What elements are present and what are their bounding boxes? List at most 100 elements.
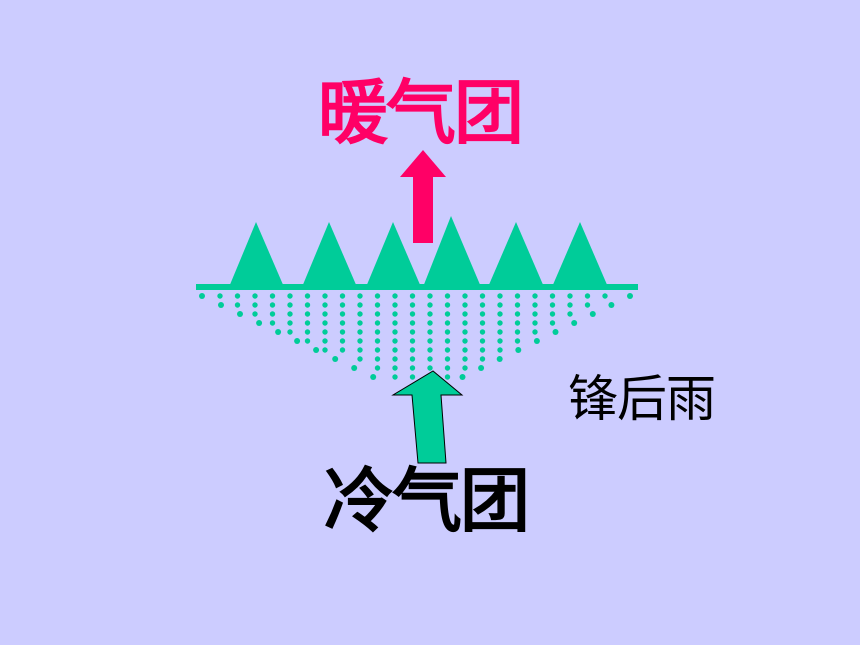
rain-dot [275,329,282,335]
rain-dot [370,374,377,380]
rain-dot [392,356,398,362]
rain-dot [256,320,263,326]
rain-dot [392,329,398,335]
rain-dot [479,320,486,326]
rain-dot [532,302,538,308]
rain-dot [444,365,451,371]
rain-dot [304,338,311,344]
rain-dot [234,293,241,299]
rain-dot [514,302,521,308]
rain-dot [584,293,591,299]
rain-dot [444,302,451,308]
rain-dot [392,320,398,326]
rain-dot [374,347,381,353]
front-triangle [552,222,608,287]
rain-dot [322,302,328,308]
rain-dot [339,347,346,353]
rain-dot [409,320,416,326]
rain-dot [392,365,398,371]
rain-dot [479,356,486,362]
rain-dot [602,293,608,299]
rain-dot [444,374,451,380]
rain-dot [392,338,398,344]
rain-dot [549,320,556,326]
rain-dot [532,293,538,299]
rain-dot [252,293,258,299]
rain-dot [304,329,311,335]
rain-dot [567,302,573,308]
rain-dot [462,311,468,317]
rain-dot [339,329,346,335]
rain-dot [252,302,258,308]
rain-dot [234,302,241,308]
rain-dot [339,320,346,326]
rain-dot [427,302,433,308]
cold-air-mass-label: 冷气团 [324,460,530,542]
rain-dot [409,311,416,317]
rain-dot [409,293,416,299]
rain-dot [479,329,486,335]
rain-dot [199,293,205,299]
rain-dot [478,365,485,371]
rain-dot [479,311,486,317]
rain-dot [533,338,540,344]
warm-air-mass-label: 暖气团 [318,72,524,154]
rain-dot [514,311,521,317]
rain-dot [409,347,416,353]
rain-dot [515,347,522,353]
rain-dot [374,329,381,335]
rain-dot [339,338,346,344]
rain-dot [571,320,578,326]
rain-dot [313,347,320,353]
rain-dot [357,302,363,308]
front-triangle [423,216,481,287]
rain-dot [357,338,363,344]
rain-dot [304,293,311,299]
rain-dot [357,347,363,353]
rain-dot [409,329,416,335]
rain-dot [514,320,521,326]
rain-dot [427,311,433,317]
warm-air-arrow [400,150,446,243]
rain-dot [427,338,433,344]
rain-dot [462,356,468,362]
rain-dot [332,356,339,362]
rain-dot [287,302,293,308]
rain-dot [514,338,521,344]
rain-dot [374,365,381,371]
rain-dot [462,329,468,335]
rain-dot [237,311,243,317]
rain-dot [294,338,301,344]
rain-dot [444,311,451,317]
front-triangle [302,222,357,287]
rain-dot [608,302,615,308]
cold-air-arrow [391,370,464,464]
rain-dot [357,320,363,326]
rain-dot [392,293,398,299]
rain-dot [409,374,416,380]
rain-dot [218,302,224,308]
rain-dot [374,356,381,362]
rain-dot [532,320,538,326]
rain-dot [374,311,381,317]
rain-dot [427,320,433,326]
rain-dot [589,311,596,317]
rain-dot [392,302,398,308]
rain-dot [304,311,311,317]
rain-dot [392,311,398,317]
rain-dot [392,374,398,380]
rain-dot [287,293,293,299]
rain-dot [444,329,451,335]
rain-dot [339,302,346,308]
rain-dot [462,347,468,353]
rain-dot [409,365,416,371]
rain-dot [497,347,503,353]
rain-dot [497,329,503,335]
rain-dot [479,347,486,353]
rain-dot [322,329,328,335]
rain-dot [549,293,556,299]
rain-dot [462,320,468,326]
rain-type-label: 锋后雨 [568,370,716,428]
